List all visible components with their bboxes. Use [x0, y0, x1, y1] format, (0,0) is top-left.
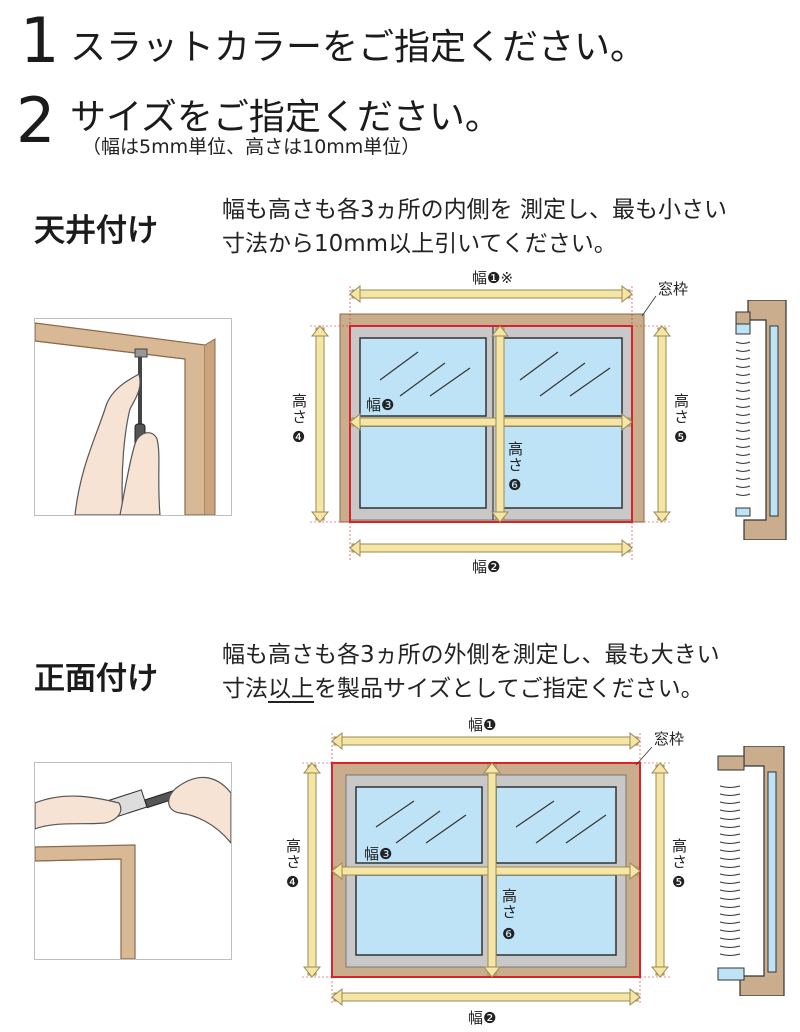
- front-instruction: 幅も高さも各3ヵ所の外側を測定し、最も大きい 寸法以上を製品サイズとしてご指定く…: [222, 638, 720, 706]
- section-title-front: 正面付け: [34, 661, 158, 697]
- ceiling-label-height-5a: 高: [674, 392, 689, 410]
- ceiling-label-width-2: 幅❷: [472, 558, 500, 576]
- ceiling-label-height-5b: さ: [674, 408, 689, 426]
- ceiling-instruction: 幅も高さも各3ヵ所の内側を 測定し、最も小さい 寸法から10mm以上引いてくださ…: [222, 193, 727, 261]
- ceiling-label-height-6a: 高: [508, 440, 523, 458]
- ceiling-label-frame: 窓枠: [658, 280, 688, 298]
- front-label-height-4b: さ: [286, 853, 301, 871]
- front-instruction-underlined: 以上: [268, 676, 314, 702]
- front-instruction-line-2: 寸法以上を製品サイズとしてご指定ください。: [222, 672, 720, 706]
- ceiling-label-height-4b: さ: [292, 408, 307, 426]
- ceiling-label-height-4num: ❹: [292, 428, 305, 446]
- front-instruction-line-1: 幅も高さも各3ヵ所の外側を測定し、最も大きい: [222, 642, 720, 668]
- ceiling-instruction-line-2: 寸法から10mm以上引いてください。: [222, 231, 617, 257]
- front-instruction-line-2-post: を製品サイズとしてご指定ください。: [314, 676, 704, 702]
- ceiling-label-width-1: 幅❶※: [472, 269, 513, 287]
- ceiling-label-height-6b: さ: [508, 456, 523, 474]
- ceiling-mount-illustration: [34, 318, 232, 516]
- front-label-width-1: 幅❶: [468, 716, 496, 734]
- ceiling-label-width-3: 幅❸: [366, 396, 394, 414]
- ceiling-label-height-4a: 高: [292, 392, 307, 410]
- front-instruction-line-2-pre: 寸法: [222, 676, 268, 702]
- front-label-frame: 窓枠: [654, 730, 684, 748]
- ceiling-label-height-6num: ❻: [508, 476, 521, 494]
- step-number-2: 2: [16, 84, 56, 157]
- front-mount-illustration: [34, 762, 232, 960]
- front-label-height-5b: さ: [672, 853, 687, 871]
- front-label-height-6a: 高: [502, 887, 517, 905]
- front-side-section: [717, 746, 785, 996]
- front-label-height-6b: さ: [502, 903, 517, 921]
- front-measurement-diagram: 幅❶ 幅❷ 幅❸ 窓枠 高 さ ❹ 高 さ ❺ 高 さ ❻: [286, 716, 687, 1027]
- step-1-text: スラットカラーをご指定ください。: [70, 27, 647, 68]
- ceiling-label-height-5num: ❺: [674, 428, 687, 446]
- front-label-height-5a: 高: [672, 837, 687, 855]
- step-2-text: サイズをご指定ください。: [70, 97, 501, 138]
- front-label-height-6num: ❻: [502, 925, 515, 943]
- front-label-height-5num: ❺: [672, 873, 685, 891]
- front-label-height-4a: 高: [286, 837, 301, 855]
- section-title-ceiling: 天井付け: [34, 213, 158, 249]
- ceiling-instruction-line-1: 幅も高さも各3ヵ所の内側を 測定し、最も小さい: [222, 197, 727, 223]
- front-label-width-3: 幅❸: [364, 845, 392, 863]
- step-number-1: 1: [20, 4, 60, 77]
- front-label-width-2: 幅❷: [468, 1009, 496, 1027]
- step-2-subtext: （幅は5mm単位、高さは10mm単位）: [82, 136, 421, 158]
- ceiling-measurement-diagram: 幅❶※ 幅❷ 幅❸ 窓枠 高 さ ❹ 高 さ ❺ 高 さ ❻: [292, 269, 689, 576]
- front-label-height-4num: ❹: [286, 873, 299, 891]
- ceiling-side-section: [735, 300, 787, 540]
